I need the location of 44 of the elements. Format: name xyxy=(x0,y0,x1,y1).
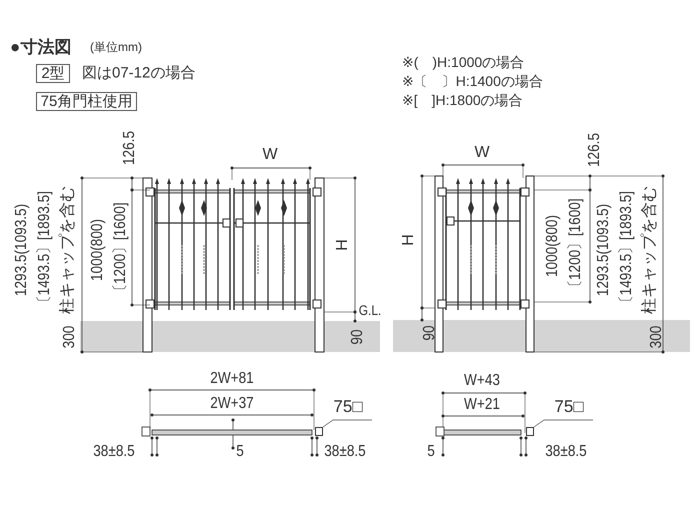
dimension-label: 126.5 xyxy=(587,132,603,168)
dimension-label: G.L. xyxy=(358,303,382,317)
leader-line xyxy=(534,420,594,428)
heading: ●寸法図 xyxy=(10,38,72,56)
note: ※( )H:1000の場合 xyxy=(402,55,524,69)
dimension-label: 90 xyxy=(350,329,366,345)
dimension-label: 〔1493.5〕[1893.5] xyxy=(619,191,635,309)
unit-note: (単位mm) xyxy=(90,41,142,53)
dimension-label: H xyxy=(335,239,351,251)
dimension-label: 1293.5(1093.5) xyxy=(14,204,30,296)
post-size-label: 75□ xyxy=(330,399,366,417)
dimension-label: 38±8.5 xyxy=(545,444,587,460)
dimension-label: 2W+81 xyxy=(210,371,254,387)
dimension-label: 1000(800) xyxy=(545,215,561,277)
post-plan-square xyxy=(315,427,323,436)
dimension-label: 126.5 xyxy=(122,130,138,166)
dimension-label: 5 xyxy=(236,444,244,460)
dimension-label: W xyxy=(474,145,490,161)
dimension-label: 300 xyxy=(62,326,78,348)
dimension-label: 〔1200〕[1600] xyxy=(568,198,584,294)
post-plan-square xyxy=(526,427,534,436)
post-size-label: 75□ xyxy=(551,399,587,417)
dimension-label: 38±8.5 xyxy=(93,444,135,460)
note: ※〔 〕H:1400の場合 xyxy=(402,74,543,88)
dimension-label: 5 xyxy=(427,444,435,460)
dimension-label: H xyxy=(401,234,417,246)
dimension-label: 〔1493.5〕[1893.5] xyxy=(37,191,53,309)
type-box: 75角門柱使用 xyxy=(36,92,137,111)
note: ※[ ]H:1800の場合 xyxy=(402,93,523,107)
dimension-label: 1293.5(1093.5) xyxy=(596,204,612,296)
node-label: 図は07-12の場合 xyxy=(82,66,196,80)
dimension-label: 38±8.5 xyxy=(324,444,366,460)
type-box: 2型 xyxy=(36,64,70,83)
dimension-label: 柱キャップを含む xyxy=(60,186,76,314)
dimension-label: 1000(800) xyxy=(90,219,106,281)
dimension-label: 〔1200〕[1600] xyxy=(113,202,129,298)
dimension-label: W xyxy=(262,147,278,163)
leader-line xyxy=(322,420,372,428)
dimension-label: 90 xyxy=(422,325,438,341)
dimension-label: W+21 xyxy=(464,397,500,413)
dimension-label: 300 xyxy=(649,326,665,348)
dimension-label: 2W+37 xyxy=(210,396,254,412)
dimension-label: 柱キャップを含む xyxy=(642,186,658,314)
dimension-label: W+43 xyxy=(464,373,500,389)
